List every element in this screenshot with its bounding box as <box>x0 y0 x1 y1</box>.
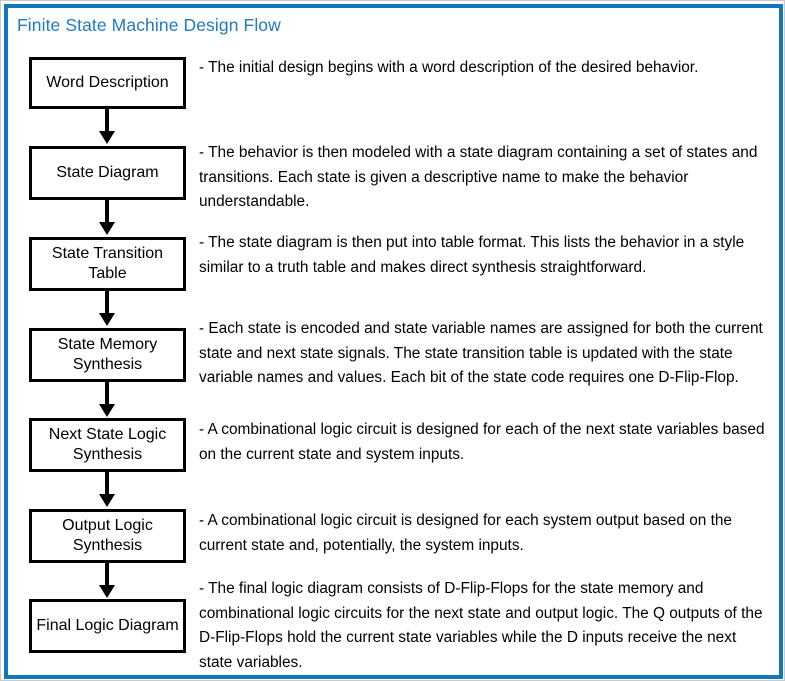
flow-arrow-head-3 <box>99 313 115 326</box>
flow-arrow-shaft-3 <box>105 291 109 315</box>
description-next-state-logic-synthesis: - A combinational logic circuit is desig… <box>199 421 765 463</box>
flow-box-state-transition-table[interactable]: State Transition Table <box>29 237 186 291</box>
flow-box-label: Word Description <box>46 74 169 91</box>
flow-box-next-state-logic-synthesis[interactable]: Next State Logic Synthesis <box>29 418 186 472</box>
flow-arrow-shaft-2 <box>105 200 109 224</box>
flow-box-label: State Diagram <box>56 164 159 181</box>
description-state-transition-table: - The state diagram is then put into tab… <box>199 234 745 276</box>
flow-arrow-shaft-4 <box>105 382 109 406</box>
flow-arrow-head-2 <box>99 222 115 235</box>
flow-box-label: State Transition Table <box>51 245 164 282</box>
flow-arrow-shaft-1 <box>105 109 109 133</box>
flow-arrow-head-1 <box>99 131 115 144</box>
description-word-description: - The initial design begins with a word … <box>199 59 699 76</box>
flow-box-label: Final Logic Diagram <box>36 617 179 634</box>
page-title: Finite State Machine Design Flow <box>17 15 281 35</box>
flow-box-label: Next State Logic Synthesis <box>48 426 167 463</box>
flow-box-output-logic-synthesis[interactable]: Output Logic Synthesis <box>29 509 186 563</box>
flow-arrow-head-5 <box>99 494 115 507</box>
flow-box-state-diagram[interactable]: State Diagram <box>29 146 186 200</box>
flow-box-final-logic-diagram[interactable]: Final Logic Diagram <box>29 599 186 653</box>
description-final-logic-diagram: - The final logic diagram consists of D-… <box>199 580 763 671</box>
description-state-diagram: - The behavior is then modeled with a st… <box>199 144 758 210</box>
flow-arrow-head-6 <box>99 585 115 598</box>
flow-box-label: State Memory Synthesis <box>57 336 158 373</box>
flow-box-state-memory-synthesis[interactable]: State Memory Synthesis <box>29 328 186 382</box>
flow-arrow-head-4 <box>99 404 115 417</box>
description-state-memory-synthesis: - Each state is encoded and state variab… <box>199 320 763 386</box>
flow-box-label: Output Logic Synthesis <box>62 517 153 554</box>
flow-arrow-shaft-6 <box>105 563 109 587</box>
description-output-logic-synthesis: - A combinational logic circuit is desig… <box>199 512 732 554</box>
flow-arrow-shaft-5 <box>105 472 109 496</box>
flow-box-word-description[interactable]: Word Description <box>29 57 186 109</box>
